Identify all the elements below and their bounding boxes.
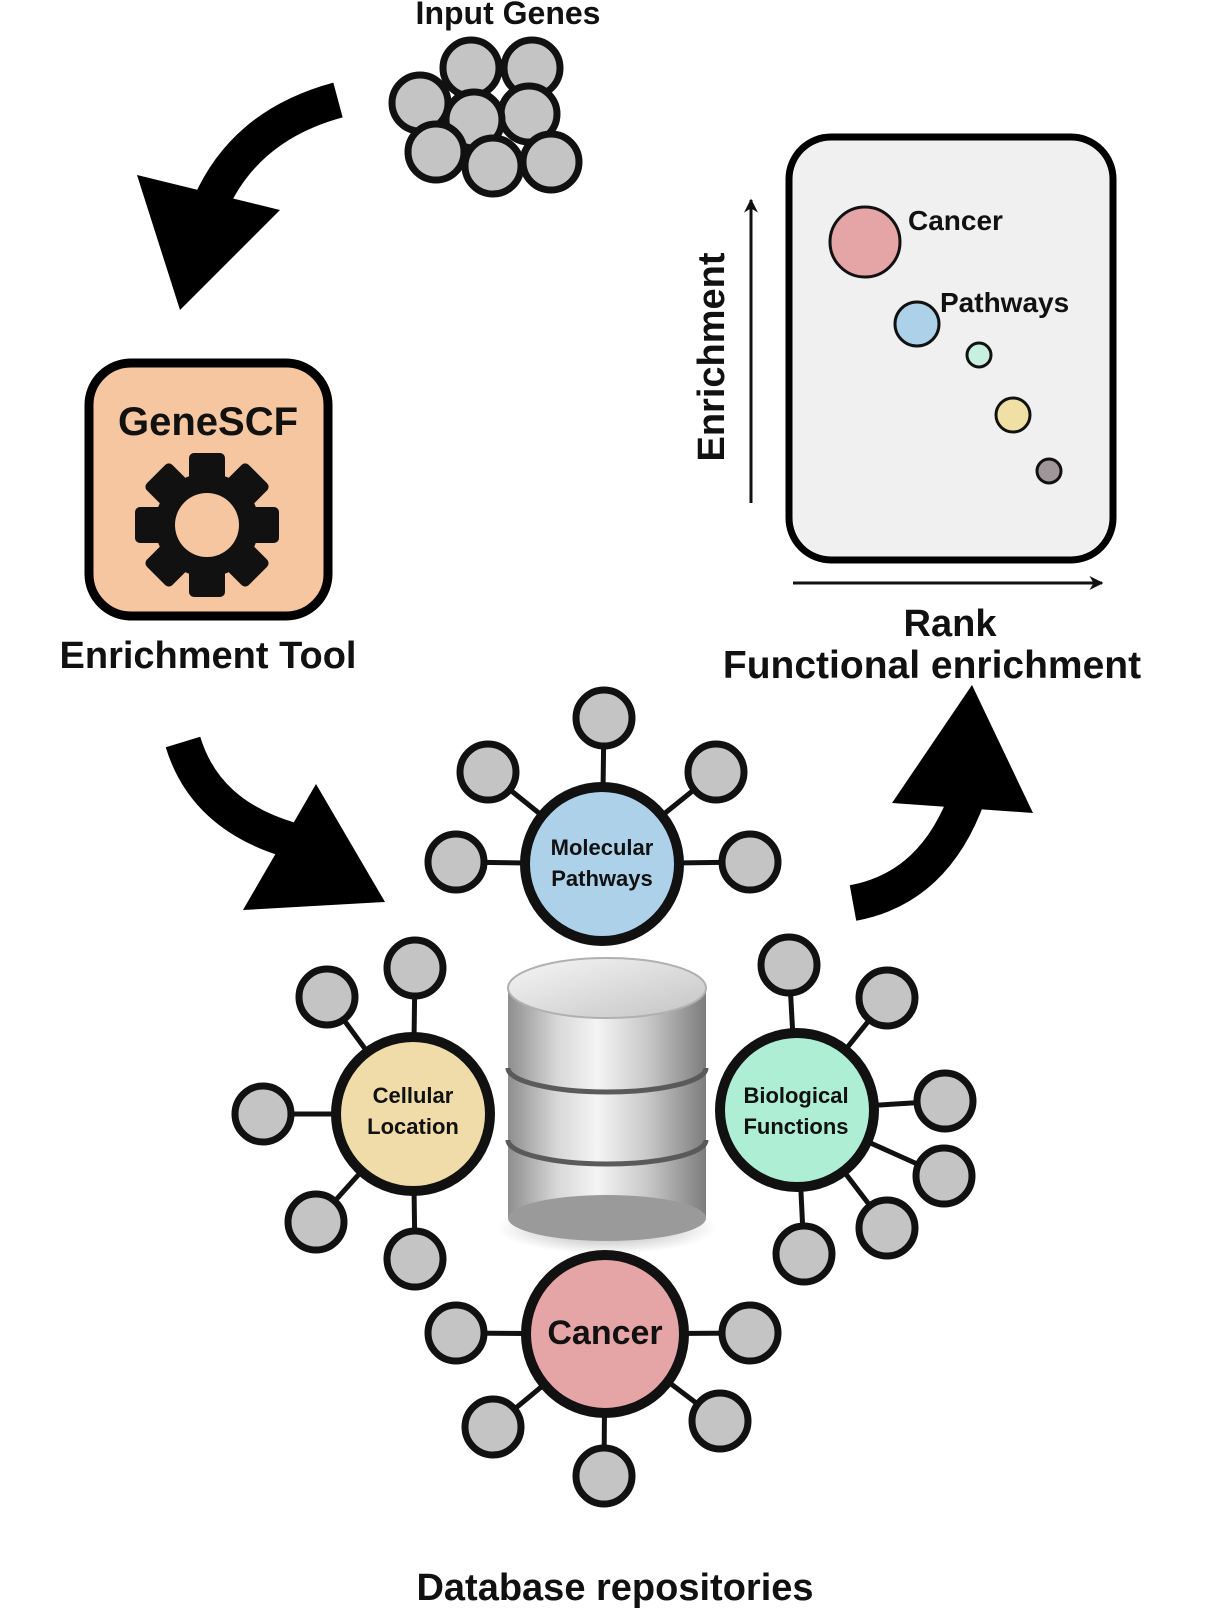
gene-node xyxy=(519,130,583,194)
hub-circle-cellular xyxy=(331,1032,495,1196)
gear-icon xyxy=(135,453,279,597)
plot-y-axis-label: Enrichment xyxy=(691,252,733,461)
satellite-node xyxy=(772,1222,836,1286)
satellite-node xyxy=(231,1082,295,1146)
bubble-4 xyxy=(994,396,1032,434)
arrow-database-to-plot-head xyxy=(892,685,1033,813)
hub-label-molecular-line1: Molecular xyxy=(551,835,654,860)
input-genes-cluster xyxy=(388,36,583,198)
arrow-genes-to-tool xyxy=(193,82,343,213)
satellite-node xyxy=(718,1301,782,1365)
satellite-node xyxy=(572,1444,636,1508)
satellite-node xyxy=(383,1227,447,1291)
satellite-node xyxy=(757,933,821,997)
hub-label-biological-line1: Biological xyxy=(743,1083,848,1108)
hub-label-cellular-line2: Location xyxy=(367,1114,459,1139)
bubble-pathways xyxy=(893,300,941,348)
gene-node xyxy=(439,36,503,100)
bubble-label-pathways: Pathways xyxy=(940,287,1069,318)
satellite-node xyxy=(684,740,748,804)
hub-label-cancer: Cancer xyxy=(547,1314,662,1352)
bubble-label-cancer: Cancer xyxy=(908,205,1003,236)
satellite-node xyxy=(913,1069,977,1133)
hub-circle-molecular xyxy=(520,782,684,946)
enrichment-plot: Enrichment Rank Cancer Pathways xyxy=(691,133,1117,645)
satellite-node xyxy=(718,830,782,894)
satellite-node xyxy=(383,936,447,1000)
input-genes-label: Input Genes xyxy=(416,0,601,31)
satellite-node xyxy=(461,1395,525,1459)
arrow-database-to-plot xyxy=(849,788,985,921)
gene-node xyxy=(461,134,525,198)
enrichment-tool-box: GeneSCF xyxy=(84,358,333,621)
satellite-node xyxy=(572,686,636,750)
bubble-5 xyxy=(1035,457,1063,485)
satellite-node xyxy=(295,965,359,1029)
satellite-node xyxy=(855,966,919,1030)
satellite-node xyxy=(424,830,488,894)
hub-circle-cancer xyxy=(521,1250,689,1418)
gene-node xyxy=(404,120,468,184)
satellite-node xyxy=(912,1144,976,1208)
bubble-3 xyxy=(965,341,993,369)
satellite-node xyxy=(456,740,520,804)
arrow-genes-to-tool-head xyxy=(137,175,280,310)
arrow-tool-to-database xyxy=(165,736,296,858)
arrow-tool-to-database-head xyxy=(243,784,385,910)
database-hubs xyxy=(231,686,977,1508)
satellite-node xyxy=(424,1301,488,1365)
plot-x-axis-label: Rank xyxy=(904,603,998,645)
satellite-node xyxy=(855,1196,919,1260)
hub-cancer xyxy=(424,1250,782,1508)
database-caption: Database repositories xyxy=(416,1567,813,1609)
hub-molecular xyxy=(424,686,782,946)
satellite-node xyxy=(688,1389,752,1453)
plot-caption: Functional enrichment xyxy=(723,644,1141,687)
hub-cellular xyxy=(231,936,495,1291)
hub-label-cellular-line1: Cellular xyxy=(373,1083,454,1108)
database-icon xyxy=(497,957,717,1254)
satellite-node xyxy=(284,1190,348,1254)
plot-panel xyxy=(785,133,1117,564)
hub-label-biological-line2: Functions xyxy=(743,1114,848,1139)
tool-name-label: GeneSCF xyxy=(118,400,298,444)
hub-label-molecular-line2: Pathways xyxy=(551,866,653,891)
tool-caption: Enrichment Tool xyxy=(60,635,357,677)
hub-circle-biological xyxy=(715,1028,879,1192)
hub-biological xyxy=(715,933,977,1286)
bubble-cancer xyxy=(828,205,902,279)
